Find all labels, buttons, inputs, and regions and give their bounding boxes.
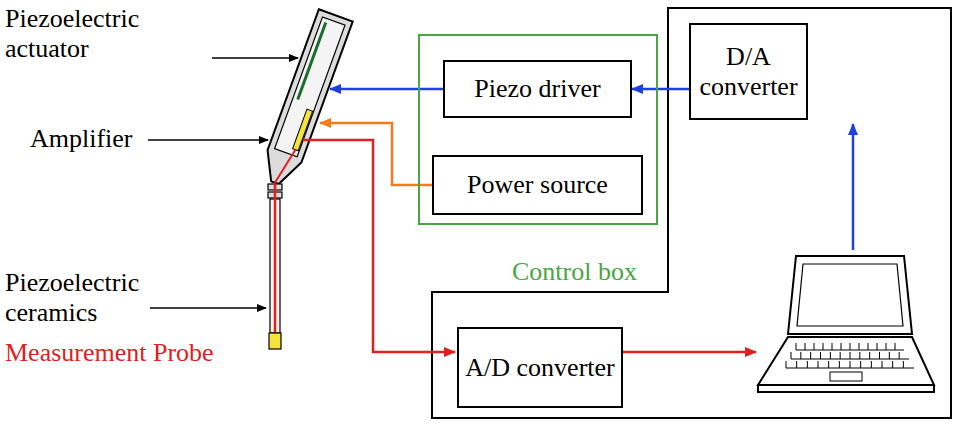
signal-wire	[274, 183, 277, 333]
computer-outline	[432, 8, 951, 418]
drive-signal	[330, 88, 443, 91]
leader-line	[148, 139, 268, 141]
part-label: Amplifier	[30, 124, 133, 154]
amplifier-board	[293, 109, 313, 151]
command-signal	[852, 124, 855, 250]
laptop-icon	[758, 256, 934, 392]
process-box: Power source	[432, 155, 643, 215]
signal-arrow	[632, 88, 689, 91]
part-label: Piezoelectric actuator	[5, 4, 185, 64]
process-box: Piezo driver	[443, 60, 632, 118]
data-signal	[616, 351, 756, 354]
leader-line	[150, 307, 266, 309]
control-box: Control boxPiezo driverPower source	[418, 34, 658, 225]
box-text: Power source	[463, 170, 612, 200]
power-line	[320, 123, 432, 185]
box-text: D/A converter	[691, 42, 806, 102]
ceramic-element	[269, 333, 281, 349]
box-text: Piezo driver	[470, 74, 604, 104]
converter-box: D/A converter	[689, 23, 808, 120]
part-label: Piezoelectric ceramics	[5, 268, 185, 328]
actuator-strip	[298, 22, 326, 99]
title-label: Measurement Probe	[5, 338, 214, 368]
probe-housing	[258, 9, 353, 189]
converter-box: A/D converter	[457, 327, 623, 408]
group-heading: Control box	[512, 257, 637, 287]
box-text: A/D converter	[461, 353, 618, 383]
leader-line	[212, 57, 298, 59]
